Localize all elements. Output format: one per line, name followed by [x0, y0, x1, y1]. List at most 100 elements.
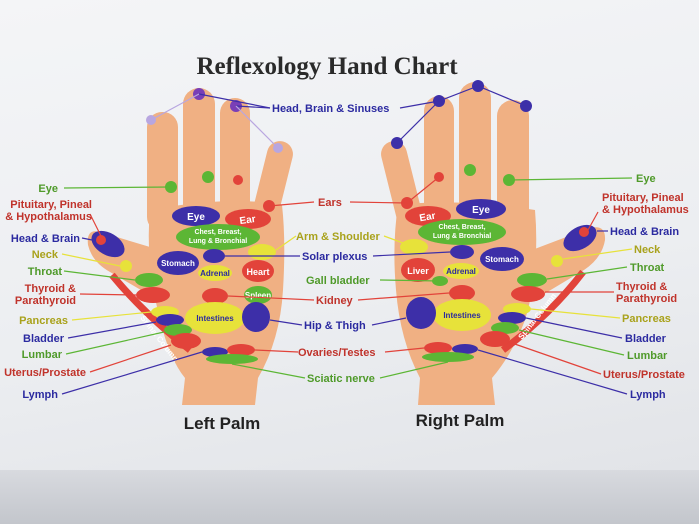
left-eye-inside-label: Eye: [187, 212, 205, 223]
left-head-brain-label: Head & Brain: [11, 233, 80, 245]
right-bladder-label: Bladder: [625, 333, 667, 345]
right-lymph-zone: [452, 344, 478, 354]
kidney-label: Kidney: [316, 295, 354, 307]
hip-thigh-label: Hip & Thigh: [304, 320, 366, 332]
chart-title: Reflexology Hand Chart: [196, 53, 458, 80]
right-liver-zone: [401, 258, 435, 282]
left-uterus-zone: [171, 333, 201, 349]
gall-bladder-label: Gall bladder: [306, 275, 370, 287]
right-index-finger: [497, 100, 529, 230]
left-throat-zone: [135, 273, 163, 287]
left-bladder-label: Bladder: [23, 333, 65, 345]
left-intestines-zone: [185, 302, 245, 334]
left-lung-inside-label: Lung & Bronchial: [189, 238, 247, 245]
left-lymph-label: Lymph: [22, 389, 58, 401]
left-ear-finger-point: [233, 175, 243, 185]
left-ear-inside-label: Ear: [239, 214, 257, 227]
right-thyroid-label-2: Parathyroid: [616, 293, 677, 305]
left-stomach-zone: [157, 251, 199, 275]
left-pituitary-label-1: Pituitary, Pineal: [10, 199, 92, 211]
right-head-brain-label: Head & Brain: [610, 226, 679, 238]
leader-lines: [61, 85, 633, 395]
right-spinal-strip: [500, 269, 586, 353]
right-chest-inside-label: Chest, Breast,: [438, 224, 485, 231]
right-pituitary-point: [579, 227, 589, 237]
right-eye-inside-label: Eye: [472, 205, 490, 216]
right-pituitary-label-2: & Hypothalamus: [602, 204, 689, 216]
left-spleen-inside-label: Spleen: [245, 291, 271, 300]
right-throat-label: Throat: [630, 262, 665, 274]
right-lung-inside-label: Lung & Bronchial: [433, 233, 491, 240]
right-eye-finger-point: [464, 164, 476, 176]
right-intestines-zone: [433, 299, 491, 331]
left-uterus-prostate-label: Uterus/Prostate: [4, 367, 86, 379]
left-heart-zone: [242, 260, 274, 282]
left-ovaries-zone: [227, 344, 255, 356]
right-ear-inside-label: Ear: [419, 211, 437, 225]
right-neck-label: Neck: [634, 244, 661, 256]
left-eye-label: Eye: [38, 183, 58, 195]
left-bladder-zone: [156, 314, 184, 326]
head-brain-sinuses-label: Head, Brain & Sinuses: [272, 103, 389, 115]
right-kidney-zone: [449, 285, 475, 301]
left-eye-zone: [172, 206, 220, 226]
left-chest-zone: [176, 224, 260, 250]
right-eye-label: Eye: [636, 173, 656, 185]
left-neck-point: [120, 260, 132, 272]
left-pancreas-label: Pancreas: [19, 315, 68, 327]
right-ovaries-zone: [424, 342, 452, 354]
right-pancreas-zone: [503, 303, 531, 315]
left-hip-thigh-zone: [242, 302, 270, 332]
right-hip-thigh-zone: [406, 297, 436, 329]
left-lumbar-label: Lumbar: [22, 349, 63, 361]
right-lymph-label: Lymph: [630, 389, 666, 401]
left-palm-caption: Left Palm: [184, 414, 261, 433]
left-chest-inside-label: Chest, Breast,: [194, 229, 241, 236]
right-adrenal-inside-label: Adrenal: [446, 267, 476, 276]
left-kidney-zone: [202, 288, 228, 304]
left-pituitary-point: [96, 235, 106, 245]
ovaries-testes-label: Ovaries/Testes: [298, 347, 375, 359]
right-chest-zone: [418, 219, 506, 245]
left-lumbar-zone: [164, 324, 192, 336]
left-sciatic-zone: [206, 354, 258, 364]
sciatic-nerve-label: Sciatic nerve: [307, 373, 375, 385]
right-liver-inside-label: Liver: [407, 266, 429, 276]
left-neck-label: Neck: [32, 249, 59, 261]
left-heart-inside-label: Heart: [246, 267, 269, 277]
right-middle-finger: [459, 82, 491, 238]
right-thyroid-label-1: Thyroid &: [616, 281, 667, 293]
right-neck-point: [551, 255, 563, 267]
left-arm-shoulder-zone: [248, 244, 276, 260]
right-eye-zone: [456, 199, 506, 219]
right-sciatic-zone: [422, 352, 474, 362]
wall-background: [0, 470, 699, 524]
left-intestines-inside-label: Intestines: [196, 314, 234, 323]
right-lumbar-label: Lumbar: [627, 350, 668, 362]
left-thyroid-zone: [136, 287, 170, 303]
right-pituitary-label-1: Pituitary, Pineal: [602, 192, 684, 204]
left-solar-plexus-zone: [203, 249, 225, 263]
left-index-finger: [147, 112, 178, 232]
left-pituitary-label-2: & Hypothalamus: [5, 211, 92, 223]
arm-shoulder-label: Arm & Shoulder: [296, 231, 380, 243]
right-uterus-prostate-label: Uterus/Prostate: [603, 369, 685, 381]
right-adrenal-zone: [443, 263, 479, 279]
right-pancreas-label: Pancreas: [622, 313, 671, 325]
left-spleen-zone: [244, 286, 272, 304]
left-hand: Spinal Column: [87, 88, 293, 405]
left-ear-zone: [225, 209, 271, 229]
right-solar-plexus-zone: [450, 245, 474, 259]
right-lumbar-zone: [491, 322, 519, 334]
right-stomach-inside-label: Stomach: [485, 255, 519, 264]
right-intestines-inside-label: Intestines: [443, 311, 481, 320]
right-bladder-zone: [498, 312, 526, 324]
ears-label: Ears: [318, 197, 342, 209]
left-thyroid-label-2: Parathyroid: [15, 295, 76, 307]
left-middle-finger: [183, 88, 215, 238]
solar-plexus-label: Solar plexus: [302, 251, 367, 263]
left-stomach-inside-label: Stomach: [161, 259, 195, 268]
right-uterus-zone: [480, 331, 510, 347]
right-palm-caption: Right Palm: [416, 411, 505, 430]
